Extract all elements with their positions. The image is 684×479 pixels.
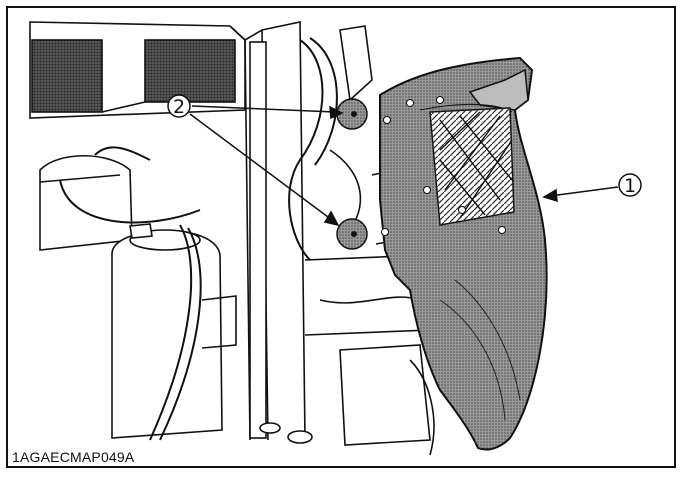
figure-border	[6, 6, 676, 468]
image-code-label: 1AGAECMAP049A	[10, 449, 137, 465]
svg-text:2: 2	[173, 96, 185, 118]
leader-lines	[189, 105, 619, 227]
callout-2: 2	[167, 94, 191, 118]
side-cover-panel	[379, 56, 548, 451]
screw-marker-lower	[336, 218, 368, 250]
cover-grille	[429, 107, 515, 226]
engine-compartment	[29, 21, 435, 456]
circled-number-icon	[618, 173, 642, 197]
circled-number-icon	[167, 94, 191, 118]
callout-1: 1	[618, 173, 642, 197]
svg-text:1: 1	[624, 175, 636, 197]
